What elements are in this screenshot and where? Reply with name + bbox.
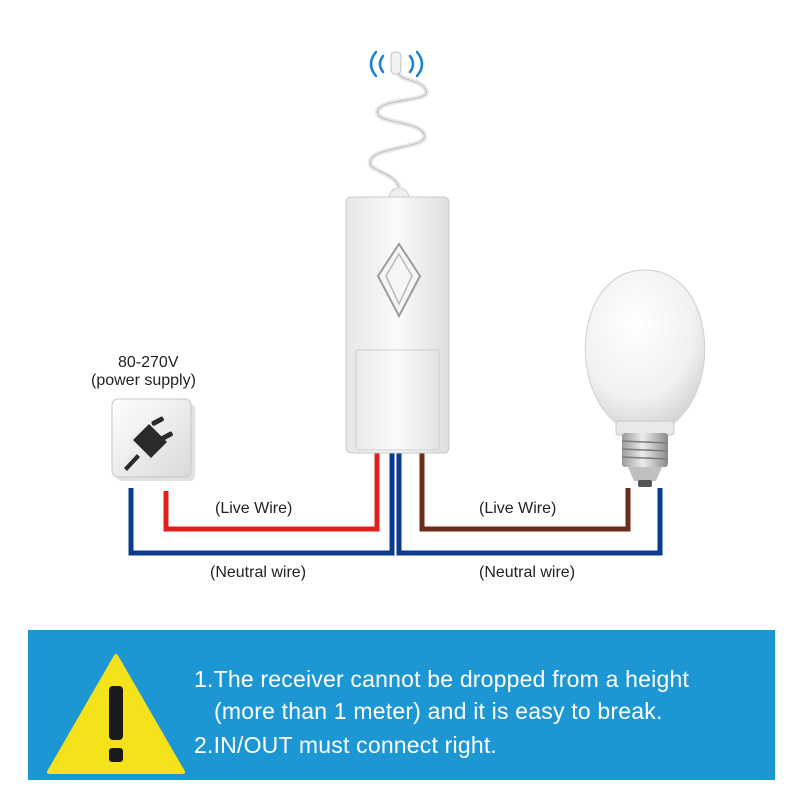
- power-supply-label: (power supply): [91, 372, 196, 389]
- warning-note-1: 1.The receiver cannot be dropped from a …: [194, 666, 690, 692]
- input-live-wire: [163, 453, 380, 532]
- light-bulb-icon: [584, 269, 706, 487]
- antenna-icon: [367, 51, 429, 191]
- input-neutral-wire: [128, 453, 395, 556]
- input-neutral-wire-edge: [137, 453, 386, 547]
- receiver-module: [345, 187, 450, 454]
- output-live-wire-label: (Live Wire): [479, 500, 557, 517]
- output-neutral-wire: [396, 453, 663, 556]
- output-live-wire: [419, 453, 631, 532]
- power-voltage-label: 80-270V: [118, 354, 179, 371]
- warning-banner: 1.The receiver cannot be dropped from a …: [28, 630, 775, 780]
- wiring-diagram: [111, 50, 706, 556]
- warning-note-2: 2.IN/OUT must connect right.: [194, 732, 498, 758]
- receiver-logo-icon: [376, 242, 422, 319]
- input-neutral-wire-label: (Neutral wire): [210, 564, 307, 581]
- input-live-wire-label: (Live Wire): [215, 500, 293, 517]
- warning-note-1-cont: (more than 1 meter) and it is easy to br…: [214, 698, 663, 724]
- output-neutral-wire-label: (Neutral wire): [479, 564, 576, 581]
- warning-icon: [47, 654, 185, 774]
- output-neutral-wire-edge: [405, 453, 654, 547]
- plug-icon: [111, 398, 195, 481]
- signal-waves-icon: [369, 50, 424, 78]
